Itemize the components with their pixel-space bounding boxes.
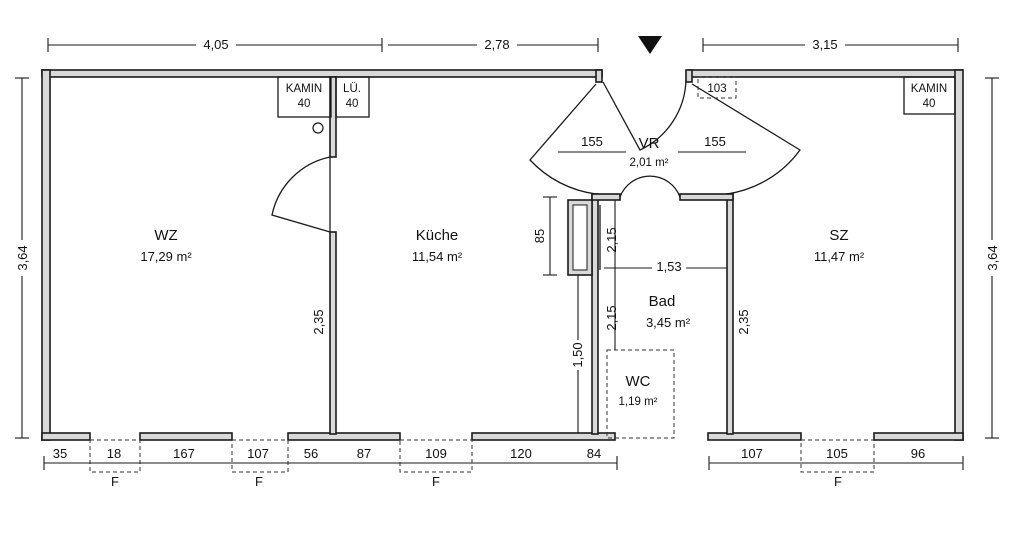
dim-bottom-3: 167	[173, 446, 195, 461]
outer-walls	[41, 69, 964, 441]
dim-bottom-2: 18	[107, 446, 121, 461]
room-area-wz: 17,29 m²	[140, 249, 192, 264]
dim-bottom-7: 109	[425, 446, 447, 461]
room-area-wc: 1,19 m²	[619, 396, 658, 408]
dim-top-1: 4,05	[203, 37, 228, 52]
window-mark-4: F	[834, 474, 842, 489]
dim-wc-height: 1,50	[570, 342, 585, 367]
dim-bad-height-lower: 2,15	[604, 305, 619, 330]
window-mark-2: F	[255, 474, 263, 489]
bottom-dimension-labels: 35 18 167 107 56 87 109 120 84 107 105 9…	[53, 446, 925, 461]
dim-bad-width: 1,53	[656, 259, 681, 274]
dim-bottom-12: 96	[911, 446, 925, 461]
drain-icon	[312, 122, 324, 134]
window-mark-1: F	[111, 474, 119, 489]
dim-left-height: 3,64	[15, 245, 30, 270]
kamin-right-size: 40	[923, 98, 936, 110]
dim-bad-sz-wall: 2,35	[736, 309, 751, 334]
dim-bad-height-upper: 2,15	[604, 227, 619, 252]
dim-top-2: 2,78	[484, 37, 509, 52]
dim-bottom-9: 84	[587, 446, 601, 461]
kamin-left-label: KAMIN	[286, 83, 322, 95]
dim-bottom-10: 107	[741, 446, 763, 461]
box-103-label: 103	[707, 83, 726, 95]
lueftung-label: LÜ.	[343, 83, 361, 95]
room-name-wc: WC	[626, 373, 651, 390]
dim-vr-right: 155	[704, 134, 726, 149]
dim-bottom-11: 105	[826, 446, 848, 461]
room-name-bad: Bad	[649, 293, 676, 310]
dim-shaft-height: 85	[532, 229, 547, 243]
lueftung-size: 40	[346, 98, 359, 110]
dim-bottom-1: 35	[53, 446, 67, 461]
dim-vr-left: 155	[581, 134, 603, 149]
room-area-sz: 11,47 m²	[814, 249, 865, 264]
dim-bottom-5: 56	[304, 446, 318, 461]
room-area-vr: 2,01 m²	[630, 157, 669, 169]
wc-area	[606, 349, 675, 439]
windows	[89, 439, 875, 473]
interior-walls	[329, 69, 734, 435]
room-name-kueche: Küche	[416, 227, 459, 244]
kamin-right-label: KAMIN	[911, 83, 947, 95]
doors	[271, 79, 801, 233]
window-mark-3: F	[432, 474, 440, 489]
kamin-left-size: 40	[298, 98, 311, 110]
dim-bottom-4: 107	[247, 446, 269, 461]
dim-bottom-6: 87	[357, 446, 371, 461]
room-name-vr: VR	[639, 135, 660, 152]
dim-wz-kueche-wall: 2,35	[311, 309, 326, 334]
room-name-sz: SZ	[829, 227, 848, 244]
room-area-kueche: 11,54 m²	[412, 249, 463, 264]
dim-top-3: 3,15	[812, 37, 837, 52]
entrance-arrow	[638, 36, 662, 54]
room-name-wz: WZ	[154, 227, 177, 244]
dim-right-height: 3,64	[985, 245, 1000, 270]
dim-bottom-8: 120	[510, 446, 532, 461]
room-area-bad: 3,45 m²	[646, 315, 691, 330]
